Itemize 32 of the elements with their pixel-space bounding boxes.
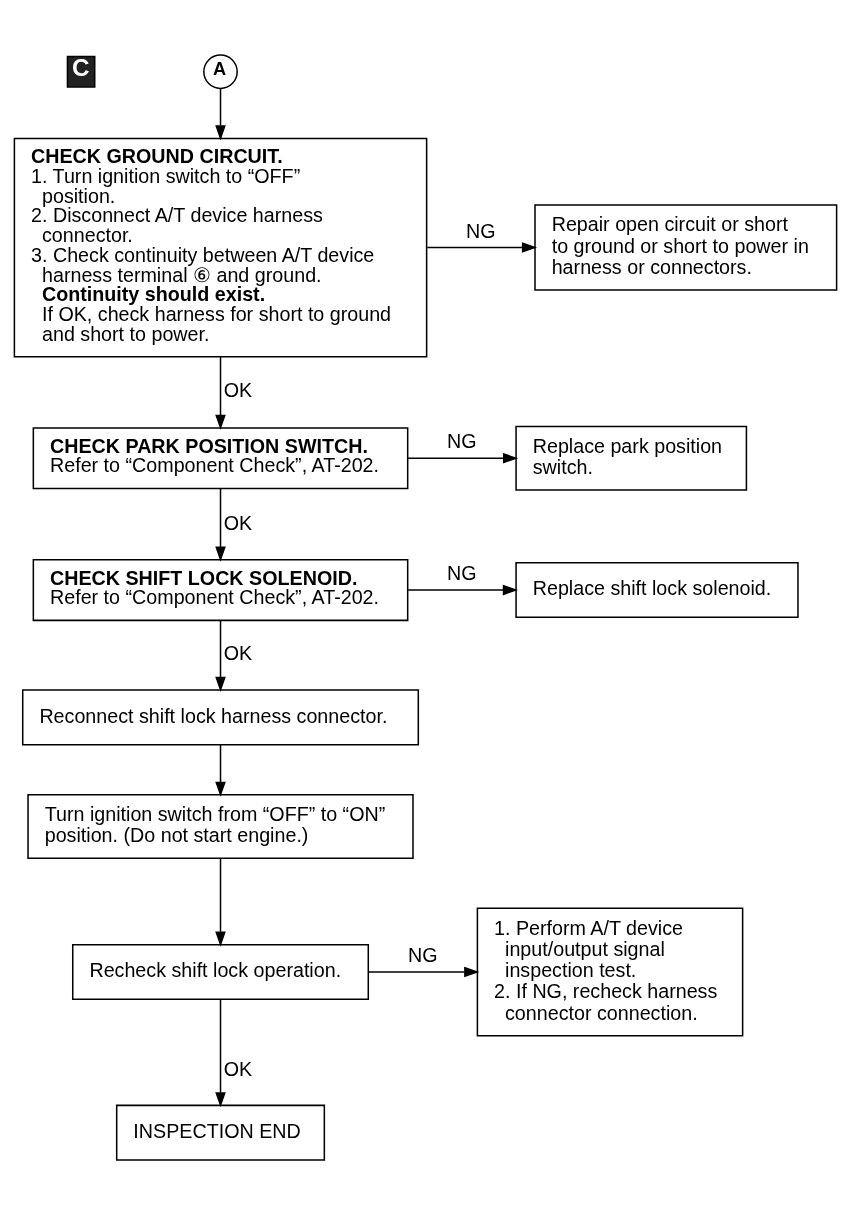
arrow [215,744,226,797]
arrow [407,584,518,596]
node-box: Repair open circuit or short to ground or short to power in harness or connectors. [534,204,838,291]
edge-label: NG [408,944,438,966]
edge-label: OK [223,512,253,535]
edge-label: NG [447,430,477,453]
arrow [426,242,538,253]
edge-label: OK [223,1057,253,1080]
arrow [215,998,226,1108]
arrow [215,619,226,693]
arrow [367,966,480,978]
arrow [215,87,226,141]
arrow [215,356,226,430]
node-box: CHECK PARK POSITION SWITCH. Refer to “Component Check”, AT-202. [32,427,409,490]
edge-label: OK [223,378,253,401]
node-box: Turn ignition switch from “OFF” to “ON” position. (Do not start engine.) [27,793,414,860]
edge-label: OK [223,642,253,665]
arrow [215,488,226,562]
edge-label: NG [447,562,477,585]
node-box: CHECK SHIFT LOCK SOLENOID. Refer to “Component Check”, AT-202. [32,559,409,622]
arrow [215,858,226,947]
node-box: Recheck shift lock operation. [71,943,370,1001]
edge-label: NG [466,219,496,242]
node-box: Replace park position switch. [515,425,748,491]
node-box: 1. Perform A/T device input/output signal inspection test. 2. If NG, recheck harness connector connection. [476,907,744,1037]
arrow [407,452,519,464]
node-circle: A [203,54,238,90]
node-box: Reconnect shift lock harness connector. [21,689,420,746]
node-box: CHECK GROUND CIRCUIT. 1. Turn ignition switch to “OFF” position. 2. Disconnect A/T device harness connector. 3. Check continuity between A/T device harness terminal ⑥ and ground. Continuity should exist. If OK, check harness for short to ground and short to power. [13,137,428,358]
label: C [71,53,90,81]
node-box: INSPECTION END [115,1104,326,1161]
node-box: Replace shift lock solenoid. [515,562,799,619]
